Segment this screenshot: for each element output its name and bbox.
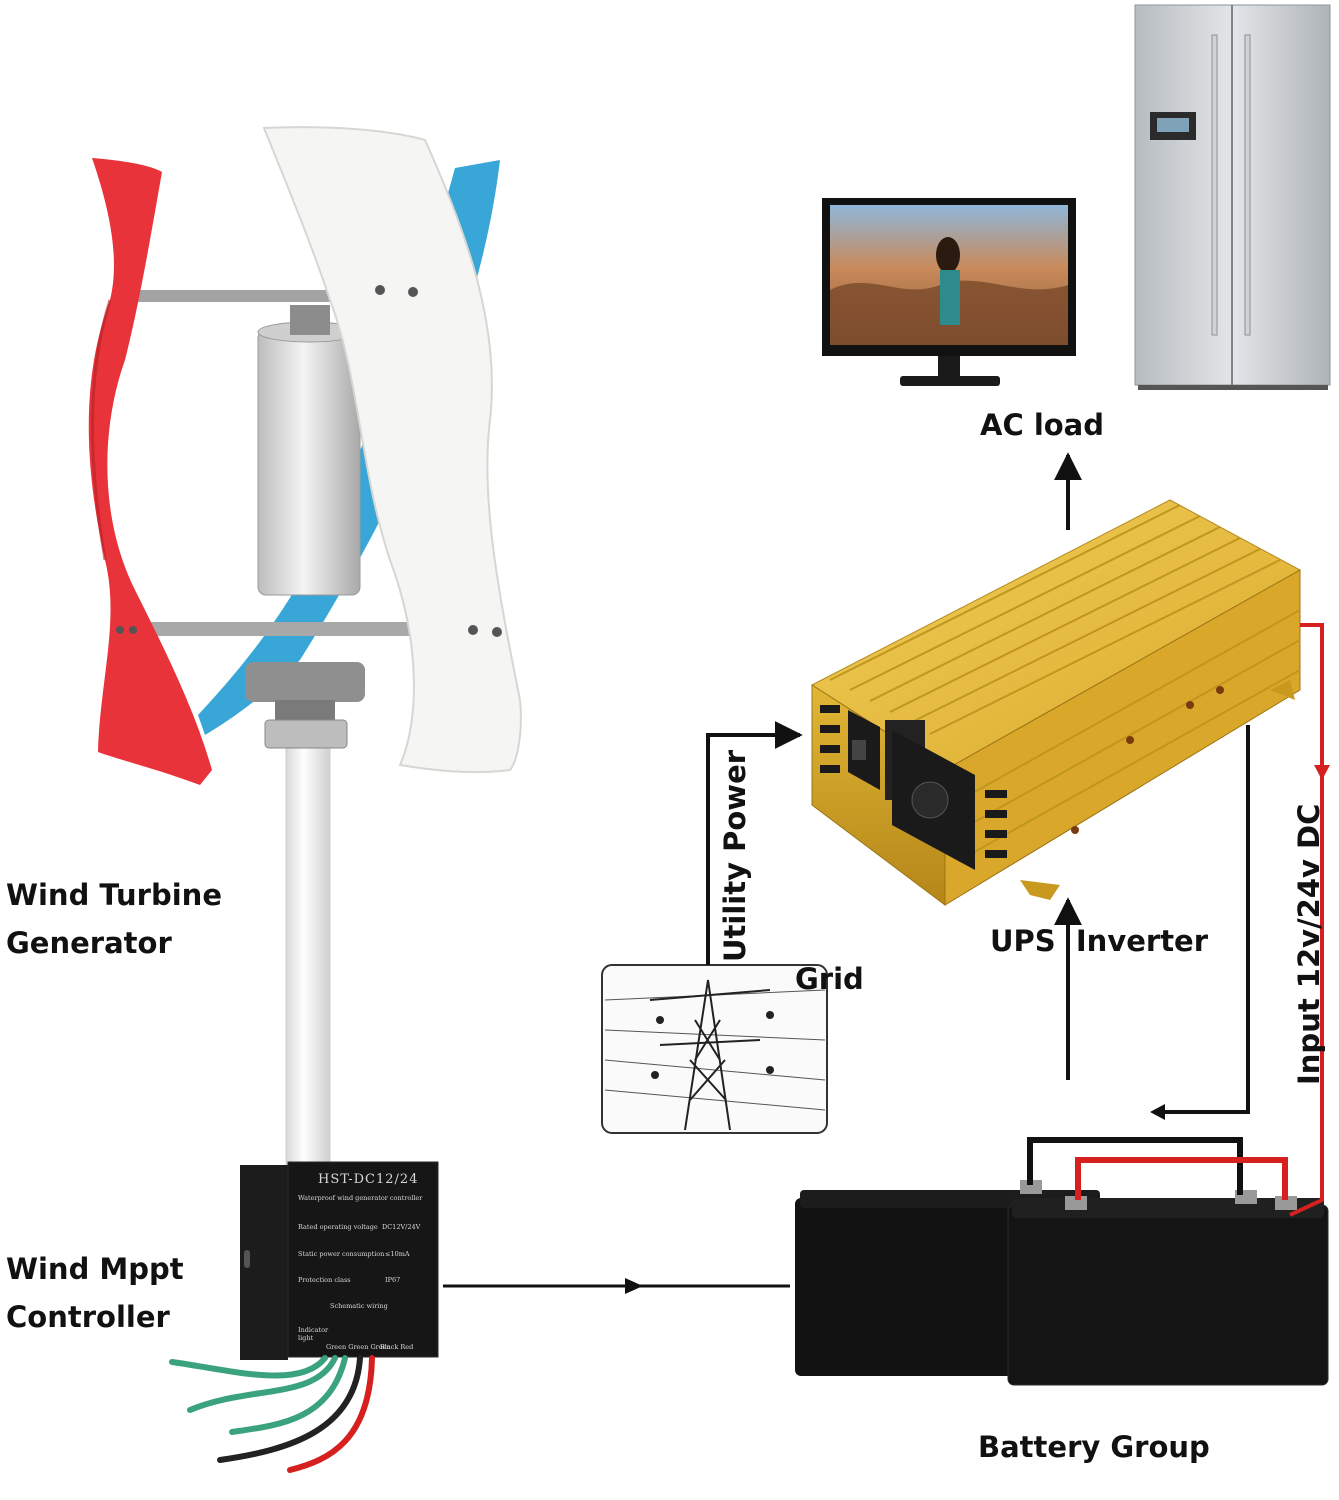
controller-spec3-value: IP67: [385, 1276, 401, 1284]
controller-model-text: HST-DC12/24: [318, 1172, 419, 1187]
controller-indicator-text: Indicator light: [298, 1326, 329, 1342]
upper-arm: [130, 290, 380, 302]
controller-spec2-label: Static power consumption: [298, 1250, 385, 1258]
grid-label: Grid: [795, 962, 864, 996]
refrigerator-image: [1134, 4, 1331, 390]
controller-wiring-title: Schematic wiring: [330, 1302, 388, 1310]
monitor-image: [822, 198, 1076, 386]
controller-label-line1: Wind Mppt: [6, 1252, 184, 1286]
controller-spec1-value: DC12V/24V: [382, 1223, 421, 1231]
turbine-pole: [285, 744, 331, 1166]
white-blade: [262, 126, 522, 774]
controller-subtitle-text: Waterproof wind generator controller: [298, 1194, 423, 1202]
grid-tower-image: [601, 964, 828, 1134]
controller-label-line2: Controller: [6, 1300, 170, 1334]
input-dc-label: Input 12v/24v DC: [1292, 803, 1326, 1085]
wind-turbine-label-line1: Wind Turbine: [6, 878, 222, 912]
ups-inverter-image: [810, 499, 1302, 907]
controller-spec1-label: Rated operating voltage: [298, 1223, 378, 1231]
wind-turbine-image: [88, 126, 522, 1166]
red-blade: [88, 158, 212, 785]
arrow-inverter-to-battery: [1160, 725, 1250, 1114]
controller-wire-colors-text: Green Green Green: [326, 1343, 391, 1351]
controller-battery-colors-text: Black Red: [380, 1343, 414, 1351]
controller-spec2-value: ≤10mA: [385, 1250, 410, 1258]
ac-load-label: AC load: [980, 408, 1105, 442]
red-dc-input-line: [1289, 623, 1324, 1217]
lower-arm: [118, 622, 443, 636]
arrow-grid-to-inverter: [706, 721, 803, 965]
ups-inverter-label: UPS Inverter: [990, 924, 1209, 958]
battery-group-image: [795, 1137, 1329, 1386]
mppt-controller-image: [169, 1161, 439, 1473]
wind-turbine-label-line2: Generator: [6, 926, 172, 960]
battery-group-label: Battery Group: [978, 1430, 1210, 1464]
generator-hub: [257, 329, 361, 596]
controller-spec3-label: Protection class: [298, 1276, 351, 1284]
utility-power-label: Utility Power: [718, 749, 752, 962]
